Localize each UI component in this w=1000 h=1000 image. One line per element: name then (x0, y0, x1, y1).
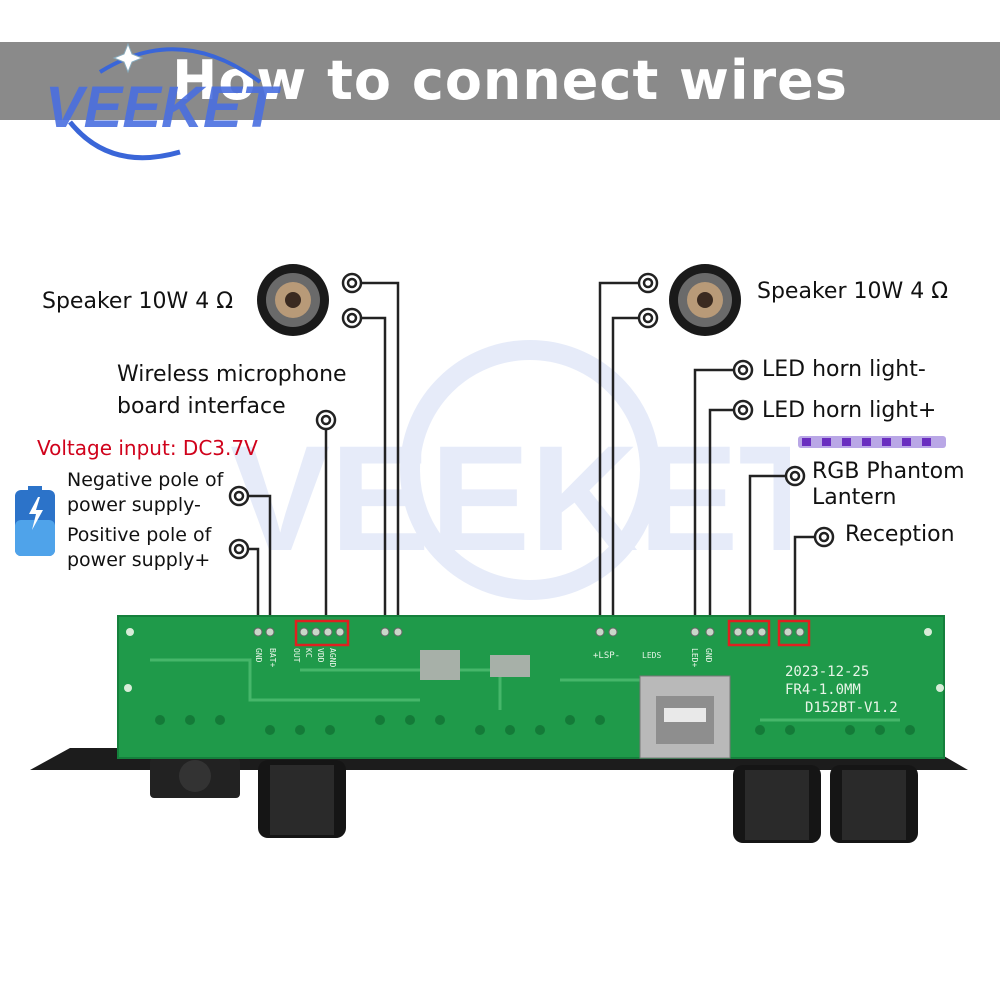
wireless-mic-label-line1: Wireless microphone (117, 362, 347, 387)
pin-lsp: +LSP- (593, 651, 620, 661)
pin-gnd2: GND (704, 648, 713, 663)
battery-icon (15, 486, 55, 556)
rgb-label-line2: Lantern (812, 485, 897, 510)
logo-text: VEEKET (45, 75, 282, 140)
speaker-icon (669, 264, 741, 336)
pin-out: OUT (292, 648, 301, 663)
reception-highlight (777, 619, 811, 647)
veeket-logo: VEEKET (45, 42, 282, 161)
pcb (118, 616, 944, 758)
voltage-input-label: Voltage input: DC3.7V (37, 436, 258, 460)
positive-pole-line2: power supply+ (67, 549, 211, 571)
pin-vdd: VDD (316, 648, 325, 663)
speaker-left-label: Speaker 10W 4 Ω (42, 289, 234, 314)
pcb-board: 2023-12-25 FR4-1.0MM D152BT-V1.2 +LSP- L… (30, 615, 968, 843)
veeket-watermark: VEEKET (230, 340, 790, 600)
knob-left (258, 760, 346, 838)
speaker-icon (257, 264, 329, 336)
knob-right-1 (733, 765, 821, 843)
positive-pole-line1: Positive pole of (67, 524, 212, 546)
board-model: D152BT-V1.2 (805, 700, 898, 716)
page-title: How to connect wires (172, 49, 848, 112)
led-plus-label: LED horn light+ (762, 398, 937, 423)
watermark-text: VEEKET (230, 414, 790, 582)
board-material: FR4-1.0MM (785, 682, 861, 698)
pin-gnd: GND (254, 648, 263, 663)
speaker-right-label: Speaker 10W 4 Ω (757, 279, 949, 304)
rgb-label-line1: RGB Phantom (812, 459, 965, 484)
pin-kc: KC (304, 648, 313, 658)
rgb-highlight (727, 619, 771, 647)
negative-pole-line1: Negative pole of (67, 469, 224, 491)
pin-bat: BAT+ (268, 648, 277, 667)
usb-port (639, 675, 731, 759)
led-minus-label: LED horn light- (762, 357, 926, 382)
pin-agnd: AGND (328, 648, 337, 667)
reception-label: Reception (845, 522, 955, 547)
led-strip-icon (798, 436, 946, 448)
audio-jack (150, 758, 240, 798)
pin-leds: LEDS (642, 651, 661, 660)
pin-led: LED+ (690, 648, 699, 667)
board-date: 2023-12-25 (785, 664, 869, 680)
knob-right-2 (830, 765, 918, 843)
wireless-mic-label-line2: board interface (117, 394, 286, 419)
negative-pole-line2: power supply- (67, 494, 201, 516)
mic-interface-highlight (294, 619, 350, 647)
title-banner (0, 42, 1000, 120)
